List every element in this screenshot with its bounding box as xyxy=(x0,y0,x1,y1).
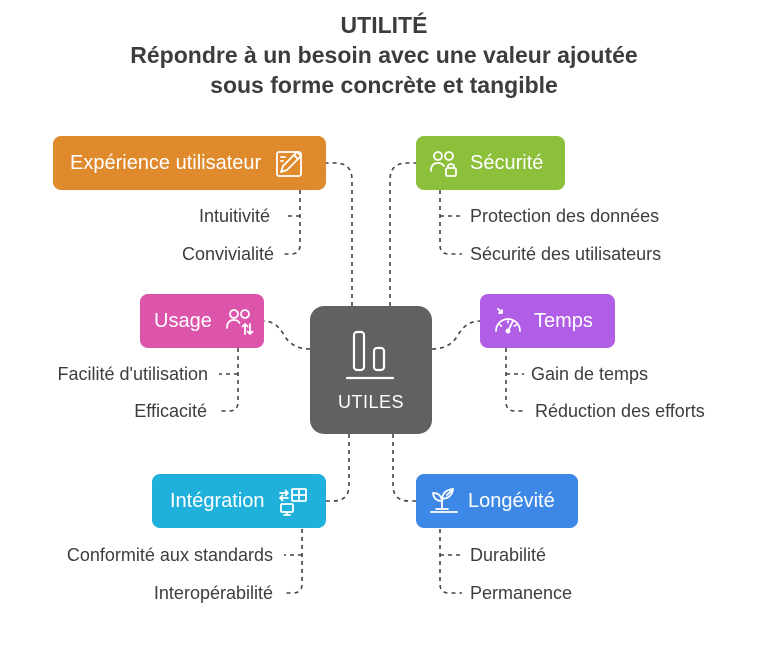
plant-growth-icon xyxy=(428,485,460,517)
sub-intuitivite: Intuitivité xyxy=(198,206,270,226)
sub-reduction-efforts: Réduction des efforts xyxy=(535,401,705,421)
connector-efficacite xyxy=(219,348,239,412)
branch-temps-label: Temps xyxy=(534,309,593,332)
sub-efficacite: Efficacité xyxy=(134,401,207,421)
bar-chart-icon xyxy=(345,330,395,380)
branch-longevite: Longévité xyxy=(416,474,578,528)
branch-securite-label: Sécurité xyxy=(470,151,544,174)
system-integration-icon xyxy=(277,485,311,517)
branch-temps: Temps xyxy=(480,294,615,348)
center-label: UTILES xyxy=(337,392,405,412)
connector-permanence xyxy=(439,529,462,594)
branch-longevite-label: Longévité xyxy=(468,489,555,512)
speedometer-icon xyxy=(492,305,524,337)
users-lock-icon xyxy=(428,147,460,179)
connector-experience xyxy=(326,162,353,306)
sub-convivialite: Convivialité xyxy=(181,244,274,264)
connector-securite-utilisateurs xyxy=(439,190,462,255)
design-pencil-icon xyxy=(273,146,307,180)
sub-conformite-standards: Conformité aux standards xyxy=(66,545,273,565)
connector-longevite xyxy=(392,434,416,502)
sub-protection-donnees: Protection des données xyxy=(470,206,660,226)
connector-usage xyxy=(263,320,311,350)
diagram-title: UTILITÉ Répondre à un besoin avec une va… xyxy=(0,10,768,100)
sub-gain-temps: Gain de temps xyxy=(531,364,649,384)
sub-durabilite: Durabilité xyxy=(470,545,547,565)
branch-usage-label: Usage xyxy=(154,309,212,332)
connector-securite xyxy=(389,162,416,306)
branch-usage: Usage xyxy=(140,294,264,348)
branch-integration: Intégration xyxy=(152,474,326,528)
connector-reduction xyxy=(505,348,524,412)
title-line-2: Répondre à un besoin avec une valeur ajo… xyxy=(130,42,638,68)
connector-convivialite xyxy=(284,190,301,255)
title-line-3: sous forme concrète et tangible xyxy=(210,72,558,98)
sub-interoperabilite: Interopérabilité xyxy=(153,583,273,603)
connector-integration xyxy=(326,434,350,502)
branch-experience-label: Expérience utilisateur xyxy=(70,151,262,174)
title-line-1: UTILITÉ xyxy=(340,12,428,38)
users-exchange-icon xyxy=(224,305,256,337)
branch-integration-label: Intégration xyxy=(170,489,265,512)
center-node: UTILES xyxy=(310,306,432,434)
sub-securite-utilisateurs: Sécurité des utilisateurs xyxy=(470,244,662,264)
sub-facilite-utilisation: Facilité d'utilisation xyxy=(57,364,208,384)
branch-experience: Expérience utilisateur xyxy=(53,136,326,190)
sub-permanence: Permanence xyxy=(470,583,573,603)
connector-interoperabilite xyxy=(284,529,303,594)
connector-temps xyxy=(431,320,481,350)
branch-securite: Sécurité xyxy=(416,136,565,190)
